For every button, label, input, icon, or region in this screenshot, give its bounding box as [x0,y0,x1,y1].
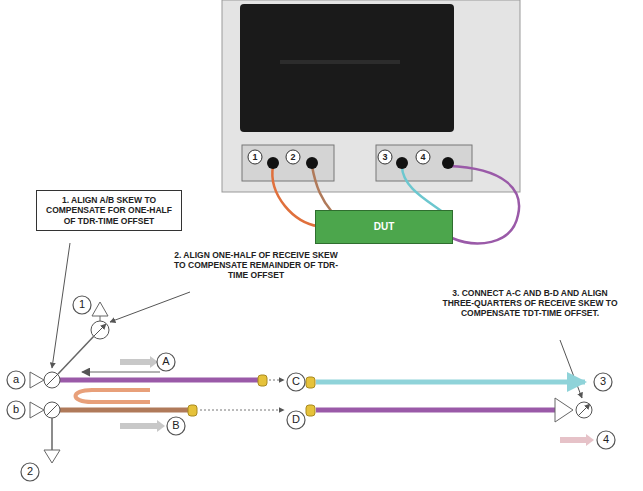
label-ring [21,463,39,481]
port-number-ring [248,150,262,164]
port-number: 4 [420,152,425,163]
skew-arrow [46,404,58,416]
port-connector [396,157,408,169]
driver-symbol [30,372,44,388]
point-letter: C [292,375,300,388]
point-letter: A [162,355,169,368]
label-ring [597,431,615,449]
step-note: 2. ALIGN ONE-HALF OF RECEIVE SKEW TO COM… [170,250,342,281]
trace [60,378,260,383]
skew-arrow [46,374,58,386]
wire [51,418,53,450]
trace [316,408,555,413]
port-number: 1 [252,152,257,163]
signal-arrow [120,423,160,429]
label-ring [157,353,175,371]
connector [188,405,197,416]
connector [306,377,315,388]
scope-screen [240,4,454,132]
skew-arrow [578,404,590,416]
cable [312,166,332,212]
driver-symbol [30,402,44,418]
label-rings [7,296,615,481]
signal-arrow [157,420,165,432]
skew-arrow [94,324,106,336]
trace [316,380,585,385]
dotted-arrow [200,410,284,411]
leader-line [560,340,582,398]
receiver-symbol [44,450,60,463]
point-letter: B [172,419,179,432]
skew-adjust [576,402,592,418]
label-ring [73,296,91,314]
signal-arrow [120,359,153,365]
port-connector [442,157,454,169]
receiver-symbol [555,398,573,422]
wire [100,316,101,321]
node-text: DUT [374,221,395,233]
connector [306,405,315,416]
dotted-arrow [269,380,284,381]
cable [448,166,519,243]
reflection-loop [76,390,151,402]
port-connector [306,157,318,169]
note-box: 1. ALIGN A/B SKEW TO COMPENSATE FOR ONE-… [36,190,182,231]
callout-number: 3 [600,375,606,388]
label-ring [287,411,305,429]
signal-arrow [586,434,594,446]
reflection-arrow [82,371,160,373]
callout-number: 4 [603,433,609,446]
port-panel [376,145,472,181]
channel-letter: b [13,403,19,416]
skew-adjust [44,402,60,418]
label-ring [167,417,185,435]
skew-adjust [44,372,60,388]
trace [60,408,190,413]
label-ring [287,373,305,391]
wire [58,336,94,374]
leader-line [52,243,70,368]
label-ring [594,373,612,391]
node-text: 1. ALIGN A/B SKEW TO COMPENSATE FOR ONE-… [42,195,176,226]
cable [272,166,318,226]
channel-letter: a [13,373,19,386]
signal-arrow [560,437,588,443]
connector [258,375,267,386]
skew-adjust [91,321,109,339]
label-ring [7,371,25,389]
step-note: 3. CONNECT A-C AND B-D AND ALIGN THREE-Q… [436,288,624,319]
leader-line [110,292,190,322]
scope-body [222,0,520,192]
point-letter: D [292,413,300,426]
dut-box: DUT [315,210,453,244]
port-panel [242,145,334,181]
callout-number: 1 [79,298,85,311]
port-number-ring [416,150,430,164]
label-ring [7,401,25,419]
port-number: 2 [290,152,295,163]
port-connector [267,157,279,169]
port-number-ring [286,150,300,164]
receiver-symbol [92,302,108,316]
port-number: 3 [382,152,387,163]
screen-trace [280,60,400,64]
port-number-ring [378,150,392,164]
callout-number: 2 [27,465,33,478]
